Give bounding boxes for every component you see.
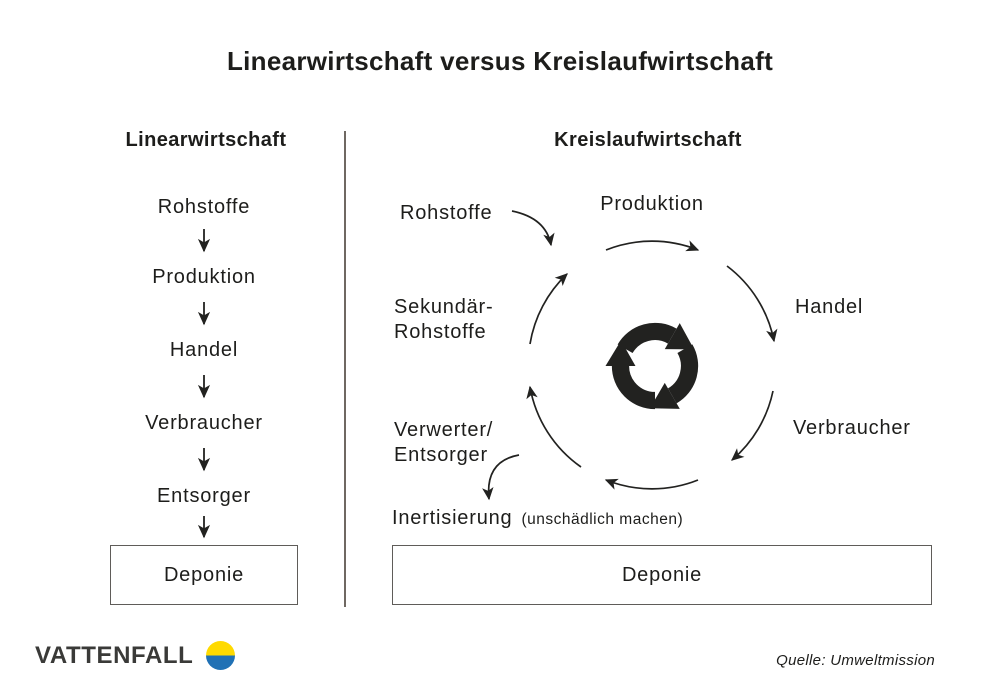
circular-label-sekundaer-rohstoffe: Sekundär- Rohstoffe <box>394 295 493 345</box>
linear-deponie-box: Deponie <box>110 545 298 605</box>
circular-section-heading: Kreislaufwirtschaft <box>554 129 742 151</box>
recycle-arrows-icon <box>605 322 699 410</box>
circular-label-handel: Handel <box>795 296 864 318</box>
label-line: Rohstoffe <box>394 321 487 343</box>
deponie-label: Deponie <box>163 563 245 586</box>
linear-section-heading: Linearwirtschaft <box>125 129 287 151</box>
inertisierung-note: (unschädlich machen) <box>521 511 684 528</box>
deponie-label: Deponie <box>621 563 703 586</box>
circular-label-rohstoffe: Rohstoffe <box>400 202 493 224</box>
label-line: Sekundär- <box>394 296 494 318</box>
vattenfall-roundel-icon <box>206 641 236 670</box>
linear-step-handel: Handel <box>169 339 239 361</box>
section-divider <box>344 131 346 607</box>
linear-step-rohstoffe: Rohstoffe <box>157 196 251 218</box>
inertisierung-label: Inertisierung <box>392 507 513 529</box>
vattenfall-logo: VATTENFALL <box>35 641 236 670</box>
label-line: Verwerter/ <box>394 419 494 441</box>
linear-step-entsorger: Entsorger <box>157 485 251 507</box>
linear-step-verbraucher: Verbraucher <box>145 412 263 434</box>
linear-step-produktion: Produktion <box>152 266 256 288</box>
rohstoffe-feed-in-arrow <box>511 210 555 247</box>
circular-label-produktion: Produktion <box>600 193 704 215</box>
source-credit: Quelle: Umweltmission <box>776 652 935 669</box>
vattenfall-wordmark: VATTENFALL <box>35 641 194 669</box>
page-title: Linearwirtschaft versus Kreislaufwirtsch… <box>226 46 774 76</box>
circular-label-inertisierung: Inertisierung (unschädlich machen) <box>392 507 683 530</box>
circular-label-verbraucher: Verbraucher <box>793 417 911 439</box>
cycle-arc-segment <box>526 240 778 490</box>
circular-deponie-box: Deponie <box>392 545 932 605</box>
circular-label-verwerter-entsorger: Verwerter/ Entsorger <box>394 418 493 468</box>
label-line: Entsorger <box>394 444 488 466</box>
